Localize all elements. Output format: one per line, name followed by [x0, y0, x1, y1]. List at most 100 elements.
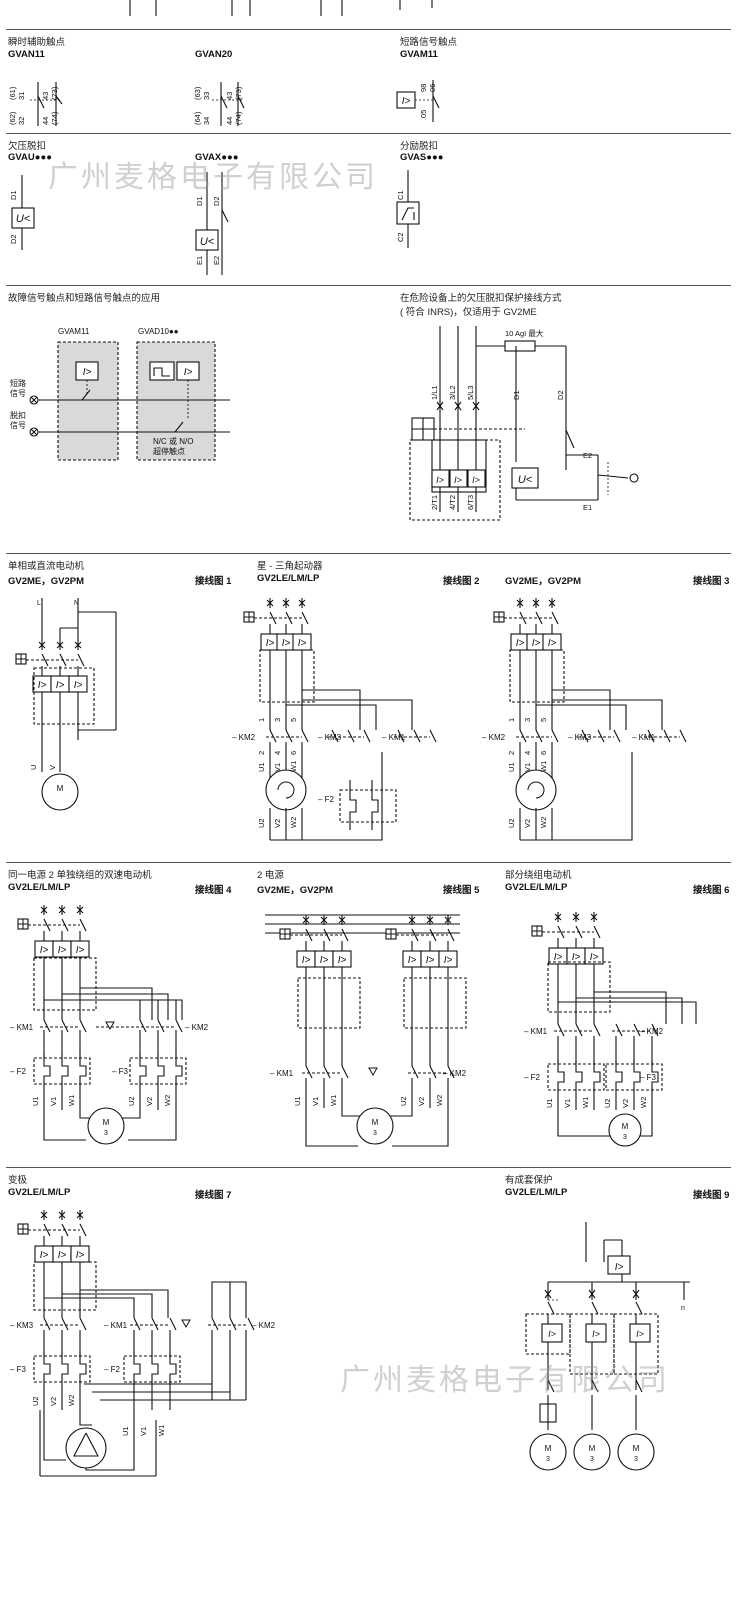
thermal-relay — [339, 789, 397, 823]
isolator-mark — [40, 1211, 48, 1219]
trip-block — [541, 1323, 563, 1343]
breaker-enclosure — [547, 961, 611, 1013]
terminal-label: U2 — [507, 818, 516, 828]
terminal-label: V2 — [523, 819, 532, 828]
switch-contact — [269, 611, 277, 625]
km1-label: – KM1 — [104, 1321, 128, 1330]
motor-symbol — [617, 1433, 655, 1471]
contactor-contact — [575, 1023, 583, 1037]
switch-contact — [37, 95, 45, 109]
contactor-contact — [269, 729, 277, 743]
terminal-label: V2 — [621, 1099, 630, 1108]
thermal-element — [61, 1054, 69, 1088]
trip-label: U< — [200, 236, 215, 248]
protection-box — [569, 1313, 615, 1375]
protection-box — [525, 1313, 571, 1355]
switch-contact — [519, 611, 527, 625]
wire — [43, 1110, 86, 1141]
wire — [43, 1410, 66, 1461]
hazard-title-2: ( 符合 INRS)，仅适用于 GV2ME — [400, 307, 537, 318]
d4-no: 接线图 4 — [195, 885, 232, 896]
protection-box — [613, 1313, 659, 1375]
separator — [6, 285, 731, 286]
terminal-label: 1 — [257, 718, 266, 722]
terminal-label: W2 — [289, 817, 298, 828]
separator — [6, 1167, 731, 1168]
wire — [211, 1281, 247, 1318]
terminal-label: W2 — [163, 1095, 172, 1106]
trip-label: I> — [56, 680, 65, 691]
isolator-mark — [40, 906, 48, 914]
terminal-label: 2/T1 — [430, 495, 439, 510]
d2-title: 星 - 三角起动器 — [257, 561, 323, 572]
wire — [552, 689, 611, 730]
switch-contact — [79, 1223, 87, 1237]
gvax-code: GVAX●●● — [195, 152, 239, 163]
switch-contact — [301, 611, 309, 625]
contactor-contact — [613, 729, 621, 743]
terminal-label: 32 — [17, 117, 26, 125]
isolator-mark — [632, 1289, 640, 1299]
terminal-label: V1 — [563, 1099, 572, 1108]
d1-title: 单相或直流电动机 — [8, 561, 85, 572]
switch-contact — [43, 918, 51, 932]
terminal-label: W1 — [157, 1425, 166, 1436]
km2-label: – KM2 — [443, 1069, 467, 1078]
switch-contact — [221, 209, 229, 223]
trip-label: I> — [58, 1250, 67, 1261]
trip-label: I> — [38, 680, 47, 691]
interlock-symbol — [368, 1067, 378, 1077]
trip-label: I> — [58, 945, 67, 956]
f2-label: – F2 — [524, 1073, 541, 1082]
km3-label: – KM3 — [10, 1321, 34, 1330]
terminal-label: 5 — [539, 718, 548, 722]
f2-label: – F2 — [10, 1067, 27, 1076]
trip-label: I> — [282, 638, 291, 649]
wire — [536, 704, 627, 730]
trip-label: I> — [548, 638, 557, 649]
motor-label: M — [545, 1444, 552, 1453]
contactor-contact — [211, 1317, 219, 1331]
terminal-label: 2 — [257, 751, 266, 755]
stop-button — [629, 473, 639, 483]
motor-phase-label: 3 — [546, 1456, 550, 1463]
contactor-contact — [519, 729, 527, 743]
gvam11-module — [57, 341, 119, 461]
isolator-mark — [76, 1211, 84, 1219]
wire — [594, 991, 667, 1024]
contactor-contact — [557, 1023, 565, 1037]
isolator-mark — [74, 641, 82, 649]
contactor-contact — [397, 729, 405, 743]
contactor-contact — [305, 1065, 313, 1079]
hazard-title-1: 在危险设备上的欠压脱扣保护接线方式 — [400, 293, 562, 304]
contact-note: N/C 或 N/O — [153, 436, 193, 446]
terminal-label: V2 — [49, 1397, 58, 1406]
trip-label: I> — [266, 638, 275, 649]
terminal-label: C2 — [396, 232, 405, 242]
km1-label: – KM1 — [632, 733, 656, 742]
motor-symbol — [515, 769, 557, 811]
isolator-mark — [444, 916, 452, 924]
terminal-label: (64) — [193, 111, 202, 125]
switch-contact — [305, 928, 313, 942]
terminal-label: W2 — [539, 817, 548, 828]
terminal-label: (73) — [50, 86, 59, 100]
terminal-label: W1 — [581, 1097, 590, 1108]
undervoltage-coil — [11, 207, 35, 229]
contactor-contact — [61, 1317, 69, 1331]
isolator-mark — [454, 401, 462, 411]
km2-label: – KM2 — [252, 1321, 276, 1330]
isolator-mark — [266, 599, 274, 607]
terminal-label: W1 — [289, 761, 298, 772]
trip-label: I> — [554, 952, 563, 963]
motor-phase-label: 3 — [623, 1134, 627, 1141]
d1-no: 接线图 1 — [195, 576, 232, 587]
gvad10-label: GVAD10●● — [138, 327, 179, 336]
short-signal-title: 短路信号触点 — [400, 37, 458, 48]
km1-label: – KM1 — [382, 733, 406, 742]
terminal-label: V1 — [311, 1097, 320, 1106]
trip-label: I> — [74, 680, 83, 691]
thermal-element — [175, 1054, 183, 1088]
enclosure — [409, 439, 501, 521]
km2-label: – KM2 — [232, 733, 256, 742]
